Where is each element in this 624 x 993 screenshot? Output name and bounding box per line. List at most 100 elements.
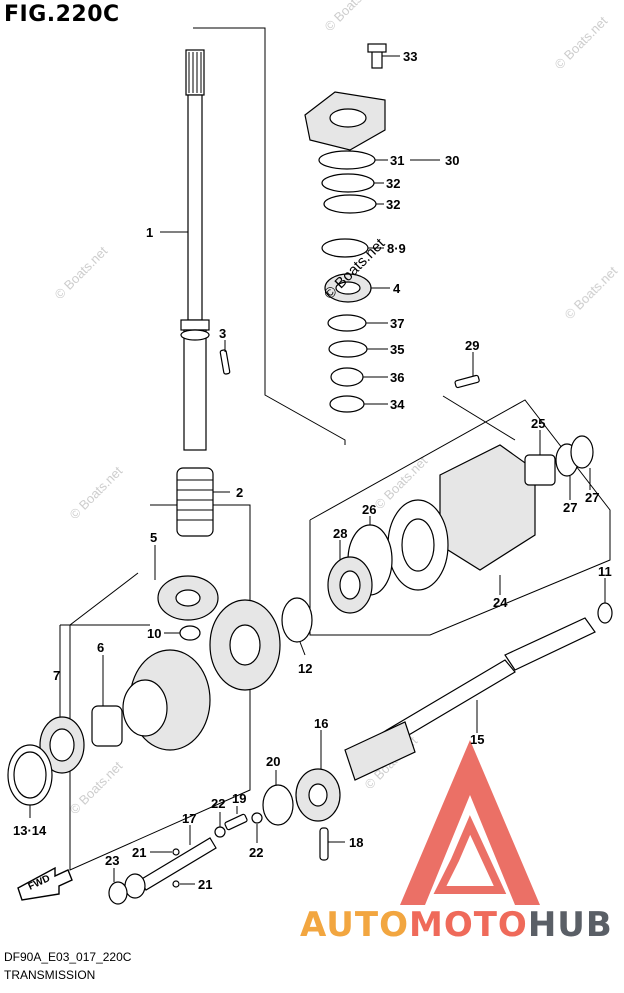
bushing-body xyxy=(176,467,214,537)
callout-c12: 12 xyxy=(298,661,312,676)
callout-c22a: 22 xyxy=(211,796,225,811)
brand-logo-icon xyxy=(400,740,540,905)
housing-24-body xyxy=(439,444,536,571)
watermark-text: © Boats.net xyxy=(322,0,381,34)
propeller-shaft xyxy=(344,617,596,781)
bearing-case-bore xyxy=(329,108,367,128)
bearing-stack xyxy=(304,43,387,413)
oring-12 xyxy=(281,597,313,643)
spring-bushing xyxy=(176,467,214,537)
shaft-lower xyxy=(183,329,207,451)
callout-c37: 37 xyxy=(390,316,404,331)
bracket-gears xyxy=(69,504,251,871)
ball-22b xyxy=(251,812,263,824)
callout-c5: 5 xyxy=(150,530,157,545)
callout-c28: 28 xyxy=(333,526,347,541)
callout-c10: 10 xyxy=(147,626,161,641)
bearing-28-bore xyxy=(339,570,361,600)
shim-37 xyxy=(327,314,367,332)
bolt-33-head xyxy=(367,43,387,53)
shift-plunger xyxy=(108,812,263,905)
seal-32a xyxy=(321,173,375,193)
ring-20 xyxy=(262,784,294,826)
bearing-25 xyxy=(524,454,556,486)
prop-shaft-front xyxy=(344,721,416,781)
callout-c20: 20 xyxy=(266,754,280,769)
bracket-housing xyxy=(309,399,611,636)
callout-c25: 25 xyxy=(531,416,545,431)
callout-c33: 33 xyxy=(403,49,417,64)
clutch-assembly xyxy=(262,768,341,861)
callout-c32a: 32 xyxy=(386,176,400,191)
bracket-top xyxy=(193,27,346,445)
leader-lines xyxy=(29,55,606,885)
callout-c31: 31 xyxy=(390,153,404,168)
callout-c1: 1 xyxy=(146,225,153,240)
watermark-text: © Boats.net xyxy=(52,243,111,302)
pin-3 xyxy=(219,349,231,375)
shim-35 xyxy=(328,340,368,358)
callout-c32b: 32 xyxy=(386,197,400,212)
brand-part-auto: AUTO xyxy=(300,905,409,945)
washer-36 xyxy=(330,367,364,387)
callout-c21a: 21 xyxy=(132,845,146,860)
callout-c19: 19 xyxy=(232,791,246,806)
callout-c11: 11 xyxy=(598,564,612,579)
pinion-5-bore xyxy=(175,589,201,607)
brand-part-moto: MOTO xyxy=(408,905,528,945)
callout-c34: 34 xyxy=(390,397,405,412)
callout-c17: 17 xyxy=(182,811,196,826)
reverse-gear-bore xyxy=(229,624,261,666)
shaft-collar-top xyxy=(180,329,210,341)
washer-23 xyxy=(108,881,128,905)
callout-c27a: 27 xyxy=(563,500,577,515)
watermark-text: © Boats.net xyxy=(562,263,621,322)
housing-24-bore xyxy=(401,518,435,572)
brand-logo-inner-icon xyxy=(433,815,507,894)
callout-c30: 30 xyxy=(445,153,459,168)
figure-title: FIG.220C xyxy=(4,2,120,27)
shim-13-14-inner xyxy=(13,751,47,799)
callout-c23: 23 xyxy=(105,853,119,868)
propshaft-housing xyxy=(327,435,594,614)
callout-c35: 35 xyxy=(390,342,404,357)
callout-c29: 29 xyxy=(465,338,479,353)
callout-c27b: 27 xyxy=(585,490,599,505)
thrust-34 xyxy=(329,395,365,413)
brand-logo xyxy=(400,740,540,905)
callout-c7: 7 xyxy=(53,668,60,683)
callout-c6: 6 xyxy=(97,640,104,655)
forward-gear-hub xyxy=(122,679,168,737)
group-brackets xyxy=(59,27,611,871)
seal-32b xyxy=(323,194,377,214)
callout-c22b: 22 xyxy=(249,845,263,860)
bearing-4-bore xyxy=(335,281,361,295)
seal-31 xyxy=(318,150,376,170)
callout-c4: 4 xyxy=(393,281,401,296)
callout-c21b: 21 xyxy=(198,877,212,892)
brand-wordmark: AUTOMOTOHUB xyxy=(300,905,613,945)
ball-22a xyxy=(214,826,226,838)
pin-18 xyxy=(319,827,329,861)
fwd-arrow: FWD xyxy=(17,866,73,901)
model-code: DF90A_E03_017_220C xyxy=(4,950,132,964)
callout-c3: 3 xyxy=(219,326,226,341)
callout-c36: 36 xyxy=(390,370,404,385)
bolt-29 xyxy=(454,374,480,389)
brand-part-hub: HUB xyxy=(527,905,613,945)
callout-c18: 18 xyxy=(349,835,363,850)
clutch-16-bore xyxy=(308,783,328,807)
washer-10 xyxy=(179,625,201,641)
ball-21b xyxy=(172,880,180,888)
driveshaft xyxy=(180,49,210,451)
fwd-arrow-icon xyxy=(17,866,73,901)
callout-c15: 15 xyxy=(470,732,484,747)
prop-shaft-spline xyxy=(504,617,596,671)
seal-27b xyxy=(570,435,594,469)
shaft-collar xyxy=(180,319,210,331)
shaft-body xyxy=(187,94,203,321)
watermark-text: © Boats.net xyxy=(552,13,611,72)
callout-c16: 16 xyxy=(314,716,328,731)
